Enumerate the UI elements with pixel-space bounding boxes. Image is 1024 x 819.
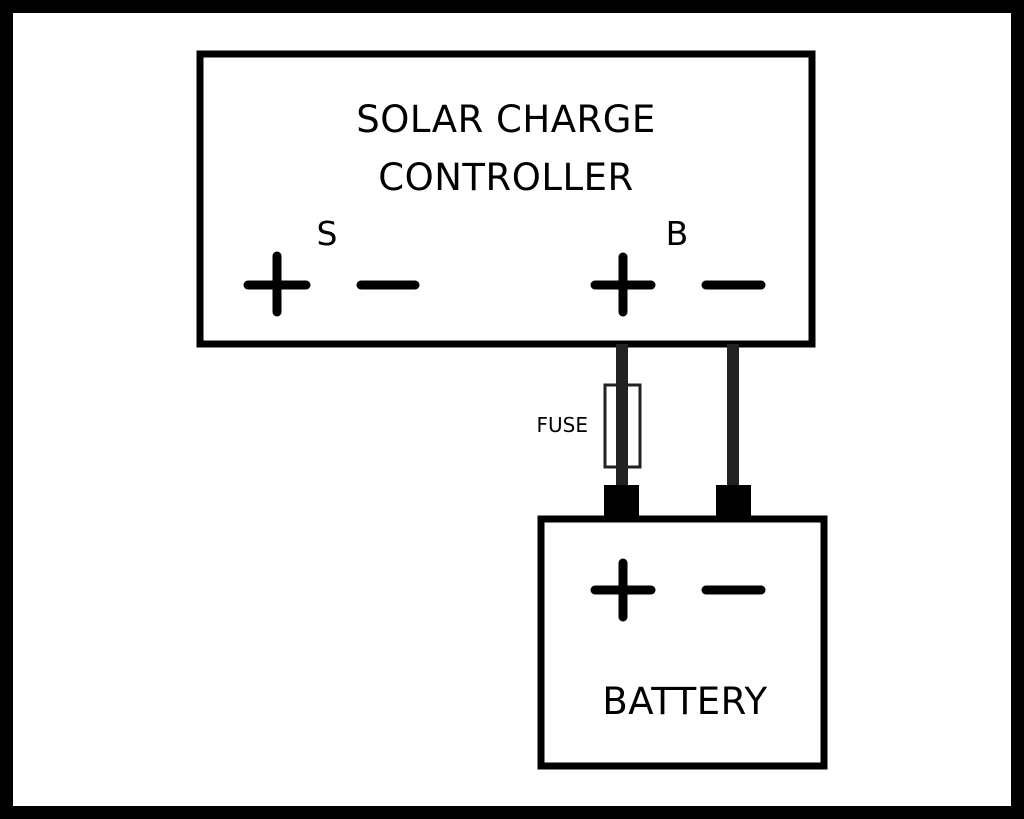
battery-label: BATTERY — [602, 680, 767, 723]
battery-positive-symbol — [590, 558, 656, 622]
battery-box — [537, 515, 828, 770]
fuse-label: FUSE — [537, 413, 588, 437]
fuse: FUSE — [537, 383, 642, 469]
battery: BATTERY — [537, 515, 828, 770]
charge-controller: SOLAR CHARGE CONTROLLER S B — [196, 50, 816, 348]
battery-negative-post — [716, 485, 751, 519]
battery-terminal-label: B — [666, 214, 689, 253]
fuse-body — [603, 383, 642, 469]
charge-controller-box — [196, 50, 816, 348]
controller-title-line1: SOLAR CHARGE — [356, 98, 656, 141]
controller-title-line2: CONTROLLER — [378, 156, 633, 199]
controller-battery-positive-terminal — [590, 252, 656, 317]
solar-terminal-label: S — [317, 214, 338, 253]
solar-positive-terminal — [243, 251, 311, 317]
battery-positive-post — [604, 485, 639, 519]
